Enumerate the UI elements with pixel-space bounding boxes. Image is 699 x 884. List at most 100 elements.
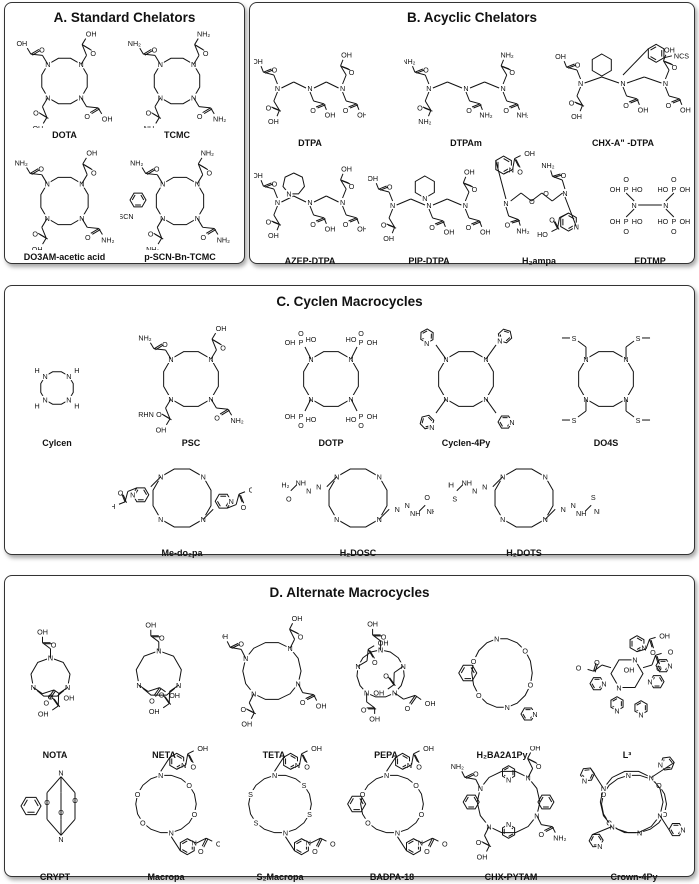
atom-label: N bbox=[229, 497, 234, 506]
atom-label: OH bbox=[368, 174, 378, 183]
bond bbox=[433, 218, 443, 221]
bond bbox=[290, 623, 293, 629]
atom-label: N bbox=[658, 760, 663, 769]
atom-label: O bbox=[192, 810, 198, 819]
atom-label: O bbox=[159, 634, 165, 643]
atom-label: O bbox=[360, 790, 366, 799]
atom-label: O bbox=[503, 106, 509, 115]
bond bbox=[341, 174, 343, 180]
bond bbox=[430, 839, 434, 847]
atom-label: O bbox=[536, 762, 542, 771]
bond bbox=[541, 825, 552, 827]
molecule: NNNNNOHONOHO bbox=[112, 469, 252, 527]
bond bbox=[436, 399, 446, 413]
atom-label: O bbox=[140, 819, 146, 828]
atom-label: N bbox=[543, 473, 548, 482]
atom-label: O bbox=[72, 796, 78, 805]
bond bbox=[343, 206, 347, 215]
bond bbox=[368, 646, 374, 650]
bond bbox=[314, 101, 324, 104]
bond bbox=[425, 92, 429, 101]
atom-label: H bbox=[74, 366, 79, 375]
atom-label: N bbox=[667, 661, 672, 670]
atom-label: O bbox=[666, 101, 672, 110]
atom-label: NH₂ bbox=[404, 57, 416, 66]
structure-drawing: NOHONHOONNOONH₂ONH₂O bbox=[480, 140, 598, 254]
structure-drawing: NNOOOONNNNNNNN bbox=[576, 746, 692, 870]
molecule: NNNNNH₂ONH₂ONH₂ONH₂O bbox=[128, 30, 227, 128]
bond bbox=[562, 180, 565, 189]
atom-label: N bbox=[463, 201, 468, 210]
bond bbox=[644, 77, 661, 83]
bond bbox=[318, 839, 322, 847]
atom-label: OH bbox=[571, 112, 582, 121]
atom-label: NH bbox=[296, 479, 306, 488]
bond bbox=[389, 209, 393, 218]
bond bbox=[388, 677, 394, 685]
bond bbox=[156, 117, 160, 123]
atom-label: NH bbox=[594, 507, 600, 516]
atom-label: O bbox=[272, 180, 278, 189]
atom-label: O bbox=[149, 696, 155, 705]
atom-label: OH bbox=[241, 720, 252, 729]
atom-label: OH bbox=[149, 707, 160, 716]
atom-label: N bbox=[632, 201, 637, 210]
atom-label: N bbox=[66, 396, 71, 405]
atom-label: N bbox=[638, 710, 643, 719]
atom-label: OH bbox=[285, 338, 296, 347]
bond bbox=[119, 502, 125, 504]
atom-label: HO bbox=[632, 217, 643, 226]
atom-label: OH bbox=[254, 57, 263, 66]
bond bbox=[314, 82, 326, 88]
molecule: NNOOOONNNNNNNN bbox=[580, 757, 686, 851]
atom-label: HO bbox=[657, 217, 668, 226]
atom-label: S bbox=[307, 810, 312, 819]
atom-label: O bbox=[365, 819, 371, 828]
bond bbox=[623, 87, 627, 96]
atom-label: O bbox=[387, 183, 393, 192]
bond bbox=[61, 777, 75, 793]
bond bbox=[341, 60, 343, 66]
bond bbox=[580, 105, 582, 111]
structure-drawing: NNNNNNNHONH₂NNNHONH₂ bbox=[282, 446, 434, 546]
atom-label: OH bbox=[64, 693, 75, 702]
atom-label: N bbox=[509, 418, 514, 427]
atom-label: NH₂ bbox=[201, 149, 214, 158]
atom-label: OH bbox=[369, 715, 380, 724]
atom-label: N bbox=[503, 199, 508, 208]
atom-label: O bbox=[417, 104, 423, 113]
bond bbox=[228, 409, 232, 415]
bond bbox=[602, 665, 611, 668]
atom-label: N bbox=[307, 198, 312, 207]
atom-label: O bbox=[240, 705, 246, 714]
bond bbox=[627, 96, 637, 99]
molecule: NNNNNH₂OOHONH₂OOHORHN bbox=[138, 324, 244, 435]
atom-label: O bbox=[576, 664, 582, 673]
atom-label: O bbox=[220, 344, 226, 353]
atom-label: OH bbox=[268, 231, 279, 240]
bond bbox=[343, 92, 347, 101]
atom-label: NH₂ bbox=[101, 235, 114, 244]
compound-structure: NNNNNH₂OOHONH₂OOHONNCHX-PYTAM bbox=[450, 746, 572, 884]
bond bbox=[397, 199, 411, 205]
atom-label: N bbox=[680, 825, 685, 834]
molecule: NNNNNH₂OOHONH₂OOHONN bbox=[451, 746, 567, 861]
atom-label: P bbox=[299, 338, 304, 347]
molecule: NNSSSSNOHONOHO bbox=[247, 746, 336, 856]
bond bbox=[389, 192, 393, 201]
atom-label: N bbox=[272, 771, 277, 780]
bond bbox=[465, 192, 469, 201]
atom-label: P bbox=[671, 185, 676, 194]
bond bbox=[626, 341, 634, 347]
atom-label: OH bbox=[341, 51, 352, 60]
atom-label: NH₂ bbox=[130, 158, 143, 167]
bond bbox=[577, 87, 581, 96]
atom-label: O bbox=[156, 410, 162, 419]
bond bbox=[99, 229, 103, 235]
atom-label: OH bbox=[680, 106, 691, 115]
